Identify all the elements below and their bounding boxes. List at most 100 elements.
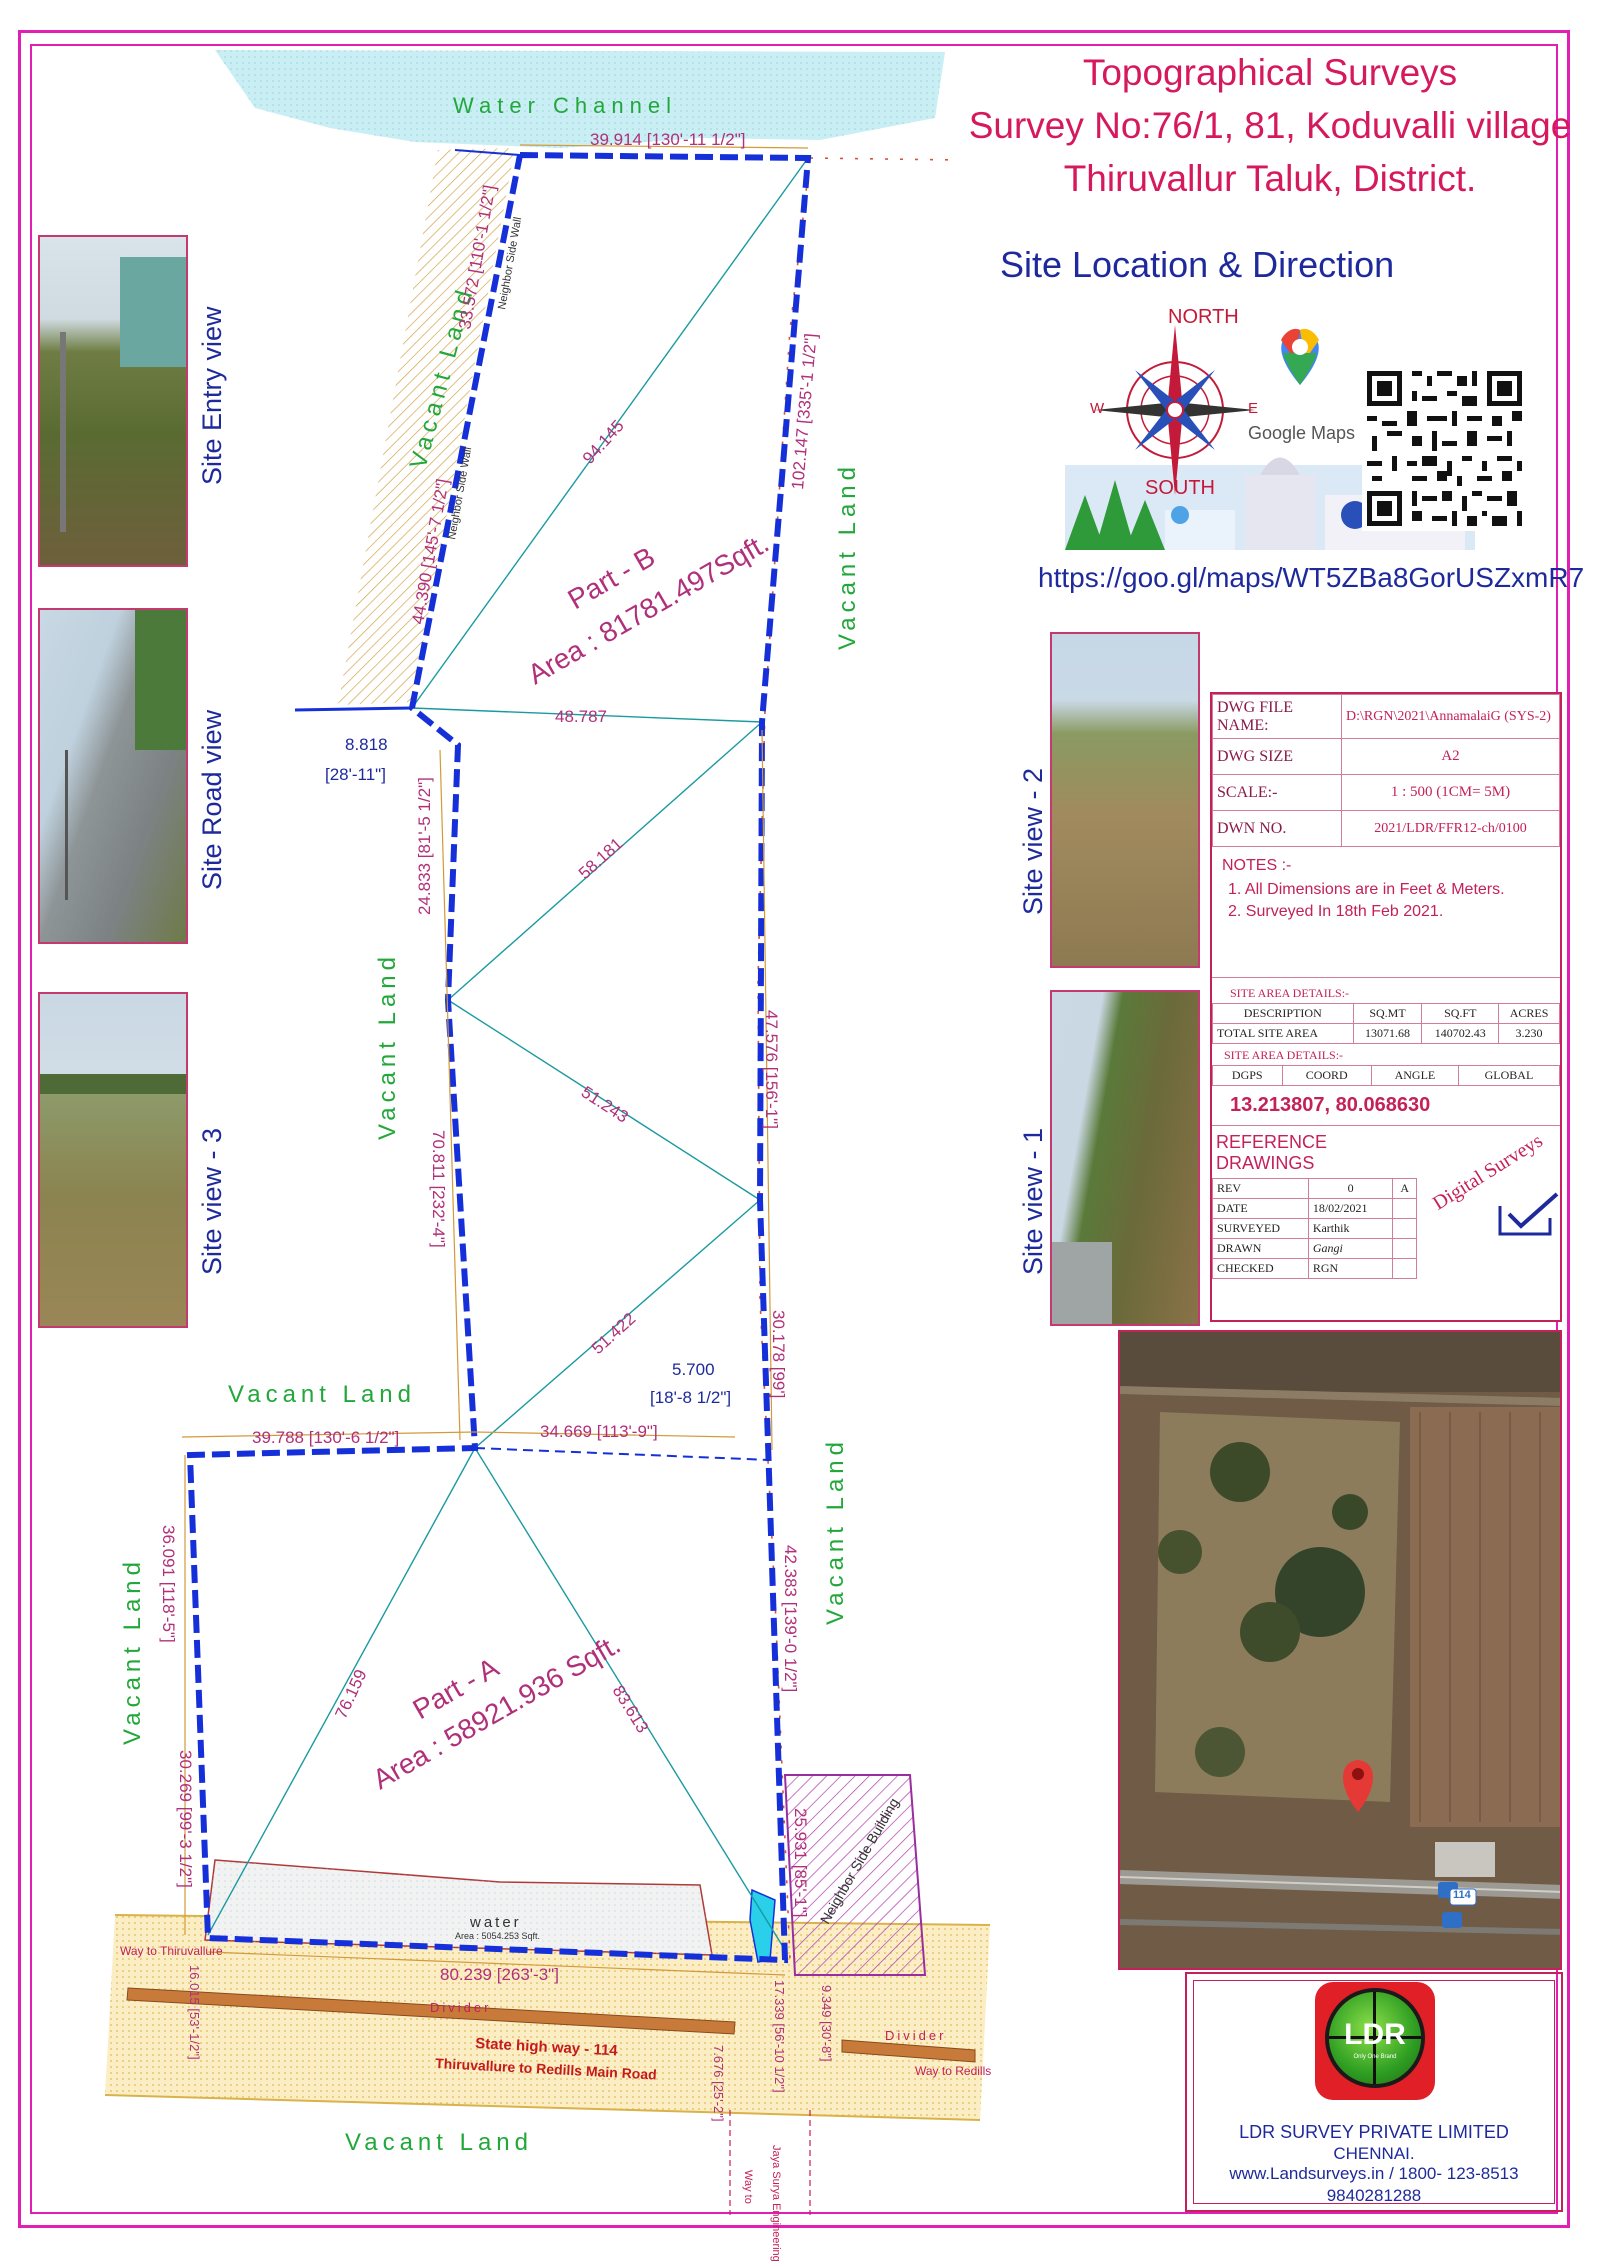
size-label: DWG SIZE	[1212, 738, 1342, 775]
dim-small: 5.700	[672, 1360, 715, 1379]
rev-cell: SURVEYED	[1212, 1218, 1309, 1239]
checkmark-icon	[1498, 1192, 1559, 1236]
qr-code[interactable]	[1362, 366, 1527, 531]
dim-a-top-left: 39.788 [130'-6 1/2"]	[252, 1428, 399, 1447]
survey-plan: Vacant Land Vacant Land Vacant Land Vaca…	[104, 50, 991, 2263]
rev-cell: A	[1392, 1178, 1417, 1199]
compass-east: E	[1248, 400, 1259, 417]
maps-url-link[interactable]: https://goo.gl/maps/WT5ZBa8GorUSZxmR7	[1038, 562, 1585, 593]
dim-a-top-right: 34.669 [113'-9"]	[540, 1422, 658, 1441]
dgps-header: DGPS	[1212, 1065, 1283, 1086]
dim-road-r2: 9.349 [30'-8"]	[819, 1985, 834, 2061]
size-value: A2	[1341, 738, 1560, 775]
dim-a-right-upper: 42.383 [139'-0 1/2"]	[781, 1545, 800, 1692]
rev-cell	[1392, 1218, 1417, 1239]
way-thiruvallure: Way to Thiruvallure	[120, 1944, 223, 1958]
divider-left	[126, 1987, 736, 2035]
dgps-header: COORD	[1281, 1065, 1372, 1086]
rev-cell: CHECKED	[1212, 1258, 1309, 1279]
site-area-title-2: SITE AREA DETAILS:-	[1224, 1048, 1344, 1062]
outer-border	[18, 30, 1570, 2228]
dim-road-mid: 7.676 [25'-2"]	[711, 2045, 726, 2121]
dim-diag-m3: 51.422	[588, 1309, 639, 1358]
company-phone[interactable]: 9840281288	[1326, 2186, 1422, 2205]
ldr-logo: LDR Only One Brand	[1315, 1982, 1435, 2100]
dim-a-left-lower: 30.269 [99'-3 1/2"]	[176, 1750, 195, 1888]
rev-cell	[1392, 1258, 1417, 1279]
photo-site-entry	[38, 235, 188, 567]
dim-jog-ft: [28'-11"]	[325, 765, 386, 784]
vacant-land-label: Vacant Land	[228, 1381, 416, 1408]
dim-diag-a2: 83.613	[609, 1682, 653, 1736]
way-redills: Way to Redills	[915, 2064, 991, 2078]
area-header: DESCRIPTION	[1212, 1003, 1354, 1024]
rev-cell: REV	[1212, 1178, 1309, 1199]
vacant-land-label: Vacant Land	[119, 1557, 146, 1745]
label-site-view-1: Site view - 1	[1018, 1127, 1048, 1275]
photo-site-view-1	[1050, 990, 1200, 1326]
rev-cell	[1392, 1238, 1417, 1259]
dim-road-left: 16.015 [53'-1/2"]	[187, 1965, 202, 2060]
dim-jog: 8.818	[345, 735, 388, 754]
scale-label: SCALE:-	[1212, 774, 1342, 811]
vacant-land-label: Vacant Land	[834, 462, 861, 650]
dim-top: 39.914 [130'-11 1/2"]	[590, 130, 745, 149]
photo-site-view-2	[1050, 632, 1200, 968]
area-cell: 3.230	[1498, 1023, 1560, 1044]
neighbor-wall-hatch	[338, 148, 515, 705]
google-maps-label: Google Maps	[1248, 423, 1356, 443]
label-site-road-view: Site Road view	[197, 709, 227, 890]
divider-right	[841, 2039, 976, 2063]
label-site-view-3: Site view - 3	[197, 1127, 227, 1275]
title-line-2: Survey No:76/1, 81, Koduvalli village	[968, 105, 1572, 146]
photo-site-road	[38, 608, 188, 944]
dim-h-mid: 48.787	[555, 707, 607, 726]
rev-cell: Gangi	[1307, 1238, 1394, 1259]
dim-a-right-lower: 25.931 [85'-1"]	[791, 1808, 810, 1917]
dim-diag-a1: 76.159	[331, 1667, 370, 1722]
dim-road-r1: 17.339 [56'-10 1/2"]	[772, 1980, 787, 2093]
dim-small-ft: [18'-8 1/2"]	[650, 1388, 731, 1407]
part-a-area: Area : 58921.936 Sqft.	[368, 1628, 626, 1795]
water-area-label: Area : 5054.253 Sqft.	[455, 1931, 540, 1941]
note-2: 2. Surveyed In 18th Feb 2021.	[1228, 903, 1444, 920]
divider-label: Divider	[885, 2028, 946, 2043]
dwn-value: 2021/LDR/FFR12-ch/0100	[1341, 810, 1560, 847]
logo-text: LDR	[1344, 2018, 1406, 2051]
dim-left-mid: 24.833 [81'-5 1/2"]	[415, 777, 434, 915]
site-location-heading: Site Location & Direction	[1000, 244, 1395, 285]
file-name-value: D:\RGN\2021\AnnamalaiG (SYS-2)	[1341, 694, 1560, 739]
notes-title: NOTES :-	[1222, 857, 1292, 874]
dim-diag-m1: 58.181	[575, 834, 626, 883]
vacant-land-label: Vacant Land	[345, 2129, 533, 2156]
site-area-title: SITE AREA DETAILS:-	[1230, 986, 1350, 1000]
divider-label: Divider	[430, 2000, 491, 2015]
rev-cell	[1392, 1198, 1417, 1219]
file-name-label: DWG FILE NAME:	[1212, 694, 1342, 739]
title-line-1: Topographical Surveys	[1082, 52, 1458, 93]
rev-cell: DATE	[1212, 1198, 1309, 1219]
satellite-map[interactable]: 114	[1118, 1330, 1562, 1970]
neighbor-building	[783, 1774, 927, 1976]
company-city: CHENNAI.	[1333, 2144, 1415, 2163]
location-illustration	[1065, 300, 1545, 550]
road-number-badge: 114	[1453, 1889, 1471, 1901]
logo-subtext: Only One Brand	[1353, 2054, 1397, 2060]
dim-left-low: 70.811 [232'-4"]	[429, 1130, 448, 1248]
area-header: ACRES	[1498, 1003, 1560, 1024]
plot-boundary	[186, 152, 812, 1964]
dim-bottom: 80.239 [263'-3"]	[440, 1965, 559, 1984]
drawing-info-panel: DWG FILE NAME: D:\RGN\2021\AnnamalaiG (S…	[1210, 692, 1562, 1322]
area-cell: 140702.43	[1421, 1023, 1500, 1044]
diagonals	[207, 157, 809, 1951]
company-web-link[interactable]: www.Landsurveys.in / 1800- 123-8513	[1229, 2164, 1519, 2183]
scale-value: 1 : 500 (1CM= 5M)	[1341, 774, 1560, 811]
photo-site-view-3	[38, 992, 188, 1328]
road-way-label: Way to	[742, 2170, 754, 2204]
area-cell: 13071.68	[1352, 1023, 1423, 1044]
dgps-coordinates: 13.213807, 80.068630	[1212, 1086, 1560, 1126]
label-site-entry-view: Site Entry view	[197, 306, 227, 485]
dgps-header: ANGLE	[1370, 1065, 1459, 1086]
dim-right-low: 30.178 [99']	[769, 1310, 788, 1398]
dgps-header: GLOBAL	[1457, 1065, 1561, 1086]
